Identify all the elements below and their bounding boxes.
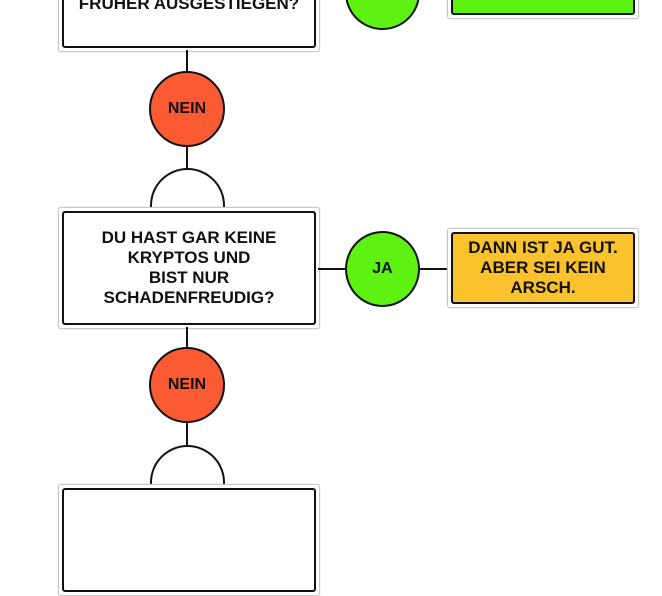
answer-box-1 [447, 0, 639, 19]
no-label-2: NEIN [167, 376, 207, 393]
connector-line [318, 268, 346, 270]
connector-line [186, 422, 188, 446]
connector-arch [150, 445, 225, 487]
yes-label-2: JA [372, 260, 393, 277]
question-box-2: DU HAST GAR KEINE KRYPTOS UND BIST NUR S… [58, 207, 320, 329]
connector-arch [150, 168, 225, 210]
answer-box-2: DANN IST JA GUT. ABER SEI KEIN ARSCH. [447, 228, 639, 308]
question-box-3-border [62, 488, 316, 592]
question-box-3 [58, 484, 320, 596]
connector-line [186, 327, 188, 349]
connector-line [420, 268, 448, 270]
connector-line [186, 50, 188, 72]
no-label-1: NEIN [167, 100, 207, 117]
question-text-2: DU HAST GAR KEINE KRYPTOS UND BIST NUR S… [62, 211, 316, 325]
connector-line [186, 146, 188, 170]
yes-circle-2: JA [345, 231, 420, 307]
no-circle-1: NEIN [149, 71, 225, 147]
yes-circle-1 [345, 0, 420, 30]
answer-text-2: DANN IST JA GUT. ABER SEI KEIN ARSCH. [451, 232, 635, 304]
question-box-1: FRÜHER AUSGESTIEGEN? [58, 0, 320, 52]
no-circle-2: NEIN [149, 347, 225, 423]
question-text-1: FRÜHER AUSGESTIEGEN? [62, 0, 316, 48]
answer-box-1-fill [451, 0, 635, 15]
